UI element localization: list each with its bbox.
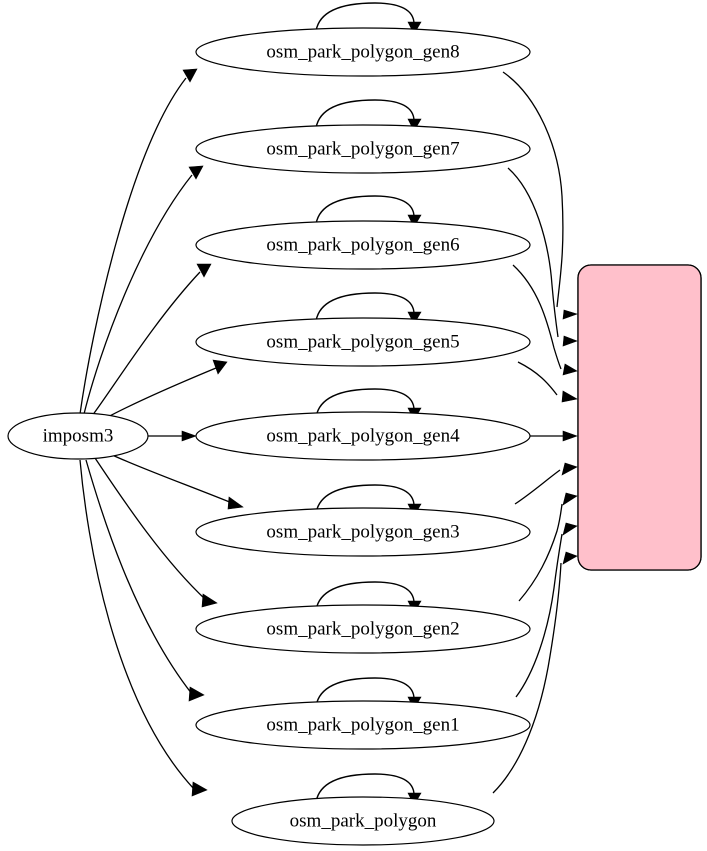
node-gen7-shape[interactable] [195,124,531,174]
self-loop-gen8 [315,2,415,32]
node-gen4[interactable]: osm_park_polygon_gen4 [195,411,531,461]
arrowhead-self-loop-gen5 [407,311,422,325]
arrowhead-gen1-z13 [562,522,578,536]
arrowhead-imposm3-gen7 [188,165,204,180]
node-gen5-shape[interactable] [195,317,531,367]
node-gen7[interactable]: osm_park_polygon_gen7 [195,124,531,174]
edge-gen1-to-z13 [515,533,563,698]
self-loop-base [315,773,415,803]
edges-to-layer-park [492,71,578,794]
self-loop-gen3 [315,484,415,514]
arrowhead-imposm3-gen1 [188,686,205,702]
arrowhead-gen2-z12 [562,492,578,506]
self-loop-gen6 [315,195,415,225]
arrowhead-self-loop-gen7 [407,118,422,132]
node-gen4-shape[interactable] [195,411,531,461]
edge-imposm3-to-gen7 [83,174,193,415]
edge-base-to-z14plus [492,562,562,794]
self-loop-gen1 [315,677,415,707]
node-base-shape[interactable] [231,796,495,846]
arrowhead-imposm3-gen5 [212,359,228,375]
node-gen8[interactable]: osm_park_polygon_gen8 [195,27,531,77]
self-loop-gen5 [315,292,415,322]
arrowhead-imposm3-gen6 [196,263,212,278]
self-loop-gen4 [315,388,415,418]
self-loops [315,2,422,806]
arrowhead-gen3-z11 [561,462,578,476]
arrowhead-imposm3-base [191,781,208,797]
arrowhead-base-z14plus [562,551,578,565]
node-gen5[interactable]: osm_park_polygon_gen5 [195,317,531,367]
self-loop-gen2 [315,581,415,611]
arrowhead-self-loop-gen6 [407,214,422,228]
arrowhead-gen6-z8 [562,363,578,376]
node-gen3[interactable]: osm_park_polygon_gen3 [195,507,531,557]
arrowhead-gen7-z7 [562,335,578,347]
edge-imposm3-to-gen6 [91,271,201,417]
edge-imposm3-to-base [79,459,195,790]
self-loop-gen7 [315,99,415,129]
edge-imposm3-to-gen2 [94,457,207,601]
node-gen1[interactable]: osm_park_polygon_gen1 [195,700,531,750]
node-gen8-shape[interactable] [195,27,531,77]
edge-gen2-to-z12 [518,503,563,602]
edge-gen7-to-z7 [507,167,559,338]
arrowhead-imposm3-gen3 [227,496,244,510]
node-gen6[interactable]: osm_park_polygon_gen6 [195,220,531,270]
node-base[interactable]: osm_park_polygon [231,796,495,846]
edge-gen5-to-z9 [517,361,558,396]
node-gen3-shape[interactable] [195,507,531,557]
node-imposm3[interactable]: imposm3 [7,412,149,460]
edge-imposm3-to-gen5 [103,367,217,420]
arrowhead-gen4-z10 [562,430,578,442]
edge-imposm3-to-gen3 [109,453,233,504]
layer-park-table-outline [577,264,702,571]
edge-imposm3-to-gen8 [79,77,187,415]
arrowhead-gen8-z6 [562,309,578,320]
arrowhead-imposm3-gen2 [201,593,218,608]
arrowhead-gen5-z9 [561,390,578,403]
edges-from-imposm3 [79,68,244,797]
node-gen2[interactable]: osm_park_polygon_gen2 [195,604,531,654]
node-gen6-shape[interactable] [195,220,531,270]
arrowhead-imposm3-gen4 [181,430,197,442]
arrowhead-imposm3-gen8 [182,68,198,83]
edge-gen3-to-z11 [514,469,561,505]
layer-park-table[interactable]: layer_park z6 z7 z8 z9 [577,264,702,571]
node-gen2-shape[interactable] [195,604,531,654]
arrowhead-self-loop-gen8 [407,21,422,35]
edge-gen8-to-z6 [502,71,564,308]
edge-gen6-to-z8 [512,264,562,370]
node-gen1-shape[interactable] [195,700,531,750]
node-imposm3-shape[interactable] [7,412,149,460]
edge-imposm3-to-gen1 [85,459,193,695]
